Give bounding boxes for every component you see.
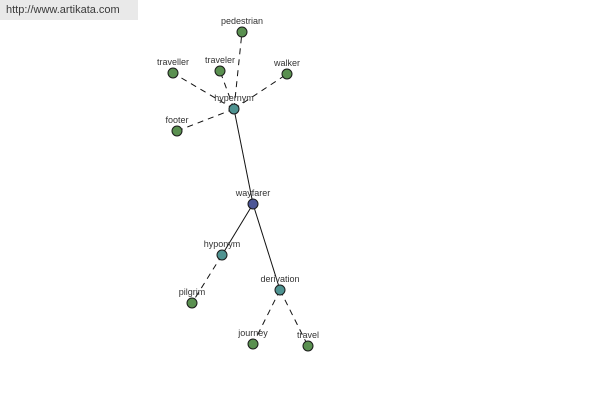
node-wayfarer[interactable] (247, 198, 259, 210)
node-label-traveller[interactable]: traveller (157, 57, 189, 67)
node-label-traveler[interactable]: traveler (205, 55, 235, 65)
node-pilgrim[interactable] (186, 297, 198, 309)
node-label-footer[interactable]: footer (165, 115, 188, 125)
node-label-hyponym[interactable]: hyponym (204, 239, 241, 249)
node-label-walker[interactable]: walker (273, 58, 300, 68)
node-hypernym[interactable] (228, 103, 240, 115)
node-traveler[interactable] (214, 65, 226, 77)
node-label-journey[interactable]: journey (237, 328, 268, 338)
node-label-travel[interactable]: travel (297, 330, 319, 340)
node-label-hypernym[interactable]: hypernym (214, 93, 254, 103)
edge-hypernym-traveller (172, 72, 235, 110)
edge-hypernym-traveler (219, 70, 235, 110)
site-url[interactable]: http://www.artikata.com (0, 0, 138, 20)
edge-hypernym-pedestrian (233, 31, 243, 110)
edge-wayfarer-derivation (252, 203, 281, 291)
node-derivation[interactable] (274, 284, 286, 296)
node-hyponym[interactable] (216, 249, 228, 261)
graph-labels: wayfarer hypernym hyponym derivation pedestr… (157, 16, 319, 340)
node-walker[interactable] (281, 68, 293, 80)
node-label-pilgrim[interactable]: pilgrim (179, 287, 206, 297)
node-travel[interactable] (302, 340, 314, 352)
node-footer[interactable] (171, 125, 183, 137)
node-label-wayfarer[interactable]: wayfarer (235, 188, 271, 198)
edge-hyponym-pilgrim (191, 254, 223, 304)
node-pedestrian[interactable] (236, 26, 248, 38)
edge-hypernym-walker (233, 73, 288, 110)
graph-nodes (167, 26, 314, 352)
node-label-derivation[interactable]: derivation (260, 274, 299, 284)
edge-wayfarer-hypernym (233, 108, 254, 205)
edge-wayfarer-hyponym (221, 203, 254, 256)
graph-edges (172, 31, 309, 347)
node-label-pedestrian[interactable]: pedestrian (221, 16, 263, 26)
node-traveller[interactable] (167, 67, 179, 79)
node-journey[interactable] (247, 338, 259, 350)
